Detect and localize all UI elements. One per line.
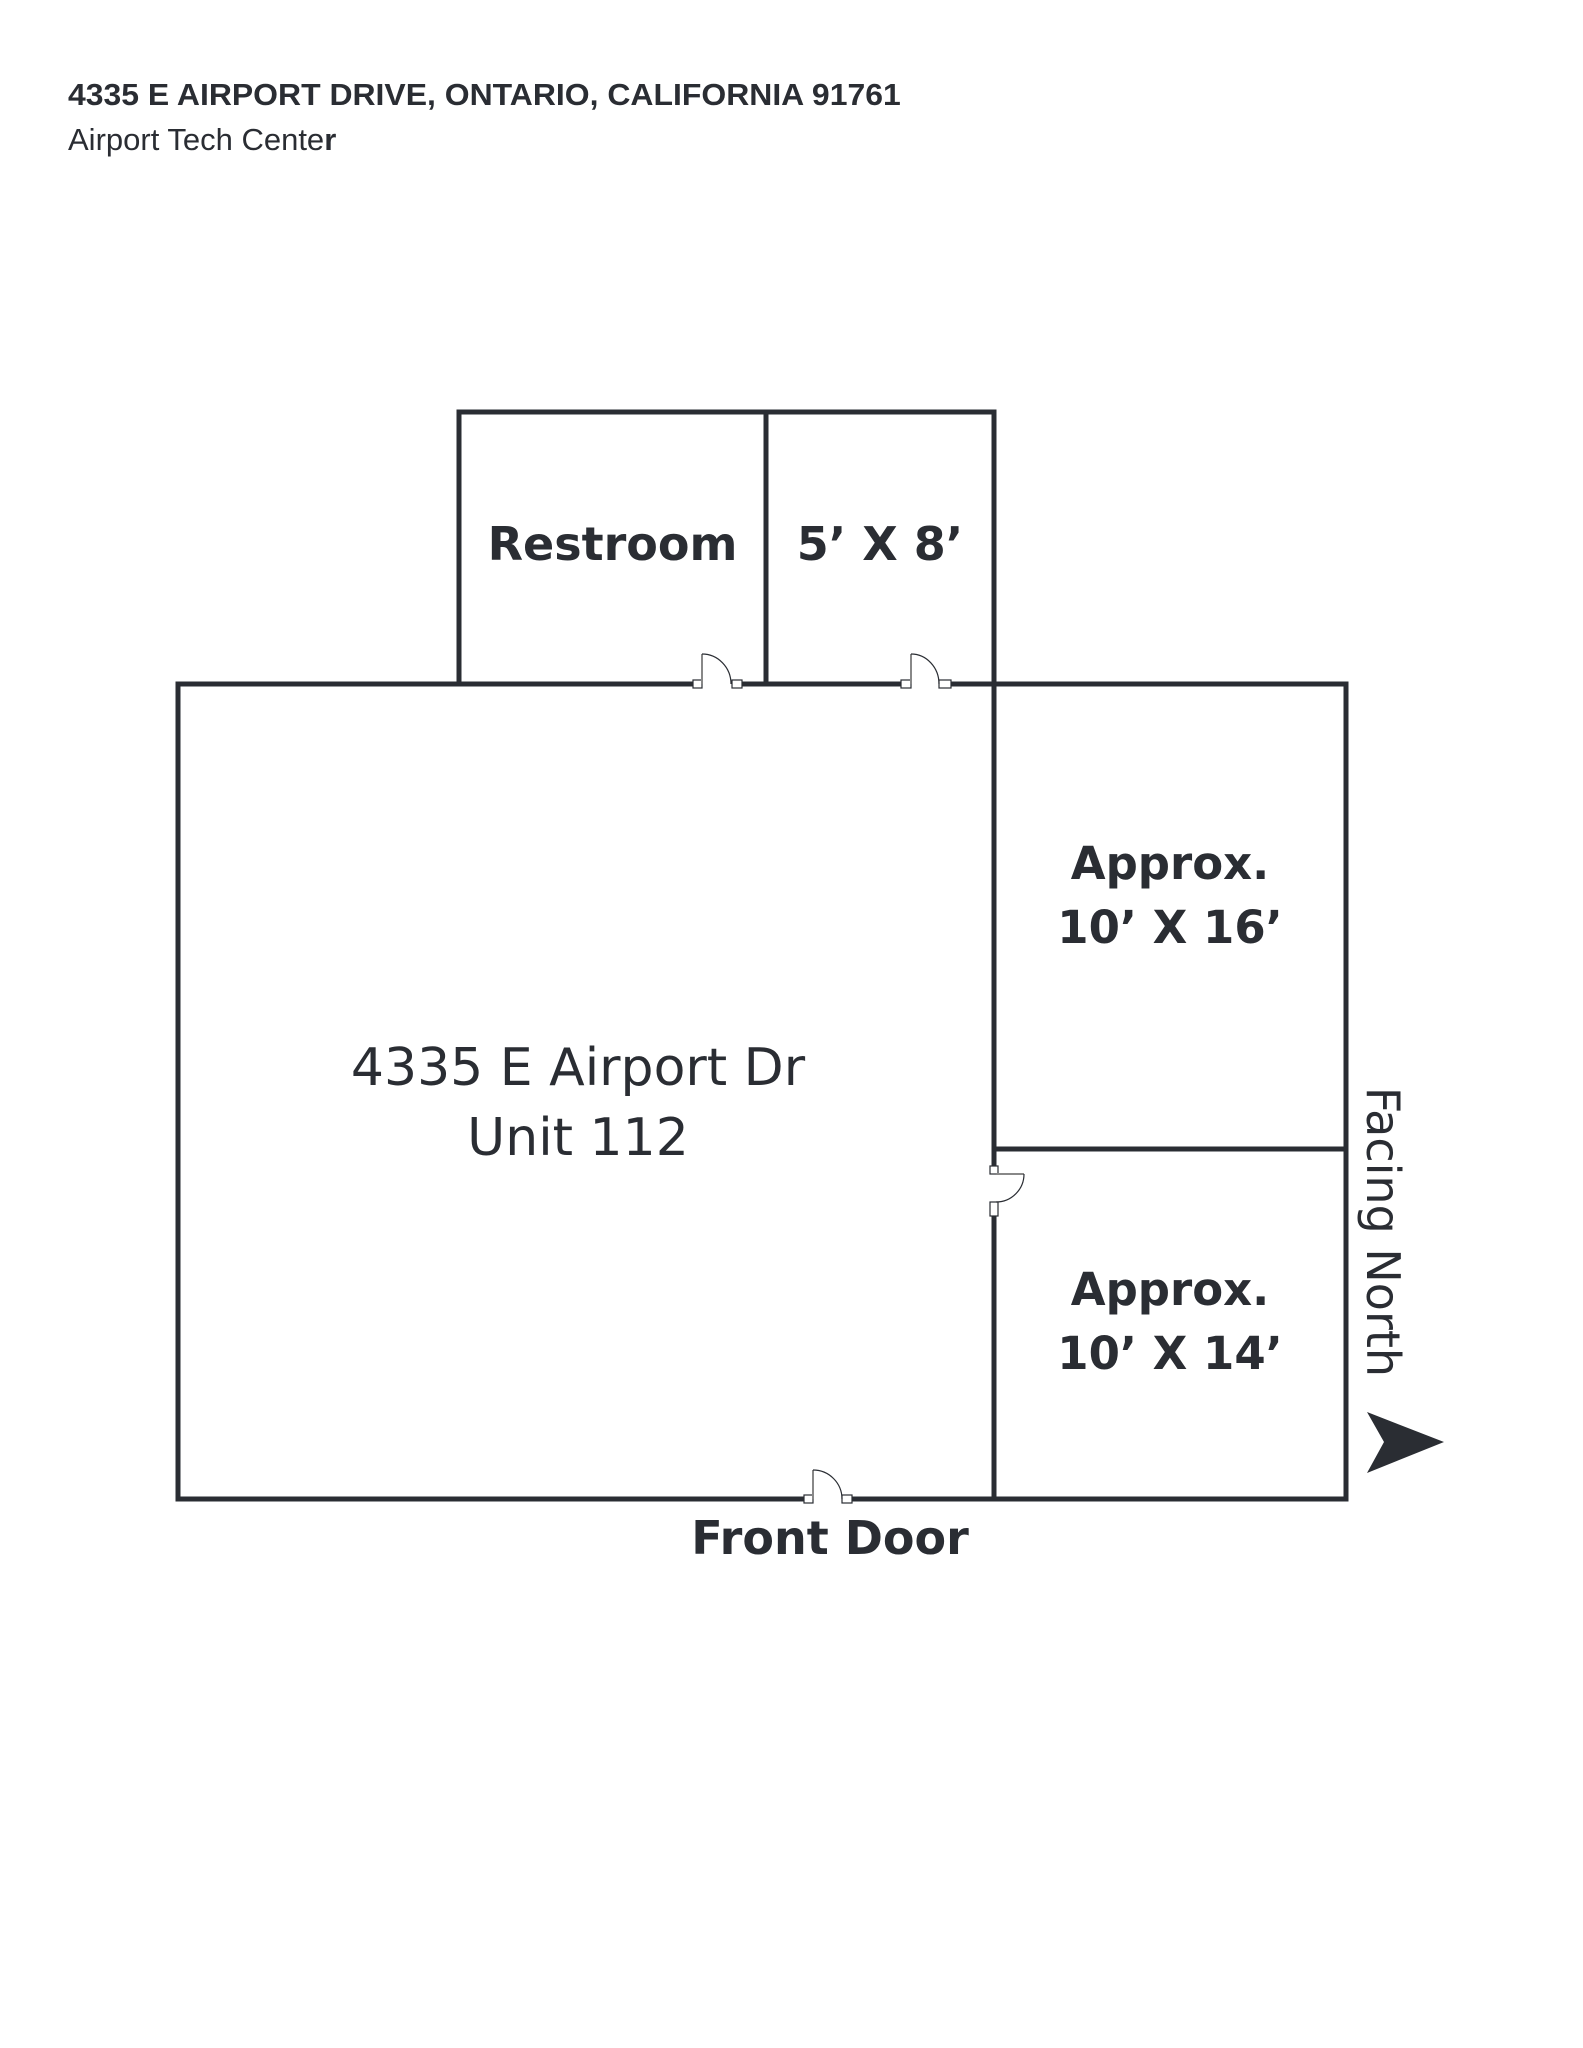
subtitle-text: Airport Tech Cente — [68, 122, 325, 157]
office-north-approx: Approx. — [1070, 837, 1270, 890]
page-title: 4335 E AIRPORT DRIVE, ONTARIO, CALIFORNI… — [68, 77, 901, 112]
office-north-size: 10’ X 16’ — [1057, 901, 1283, 954]
main-unit-label: 4335 E Airport Dr Unit 112 — [178, 1033, 978, 1173]
room-label-office-north: Approx. 10’ X 16’ — [994, 832, 1346, 960]
main-unit-number: Unit 112 — [467, 1108, 689, 1168]
front-door-icon — [803, 1469, 853, 1504]
page-subtitle: Airport Tech Center — [68, 122, 336, 158]
office-south-size: 10’ X 14’ — [1057, 1327, 1283, 1380]
arrow-right-icon — [1367, 1412, 1444, 1473]
room-label-closet: 5’ X 8’ — [796, 517, 964, 571]
restroom-block-walls — [456, 409, 997, 687]
room-label-office-south: Approx. 10’ X 14’ — [994, 1258, 1346, 1386]
main-unit-address: 4335 E Airport Dr — [350, 1038, 806, 1098]
closet-door-icon — [900, 653, 952, 689]
restroom-door-icon — [692, 653, 743, 689]
orientation-label: Facing North — [1356, 1086, 1410, 1378]
front-door-label: Front Door — [691, 1511, 969, 1565]
office-south-approx: Approx. — [1070, 1263, 1270, 1316]
subtitle-text-tail: r — [324, 122, 337, 157]
side-door-icon — [989, 1165, 1025, 1217]
room-label-restroom: Restroom — [487, 517, 738, 571]
